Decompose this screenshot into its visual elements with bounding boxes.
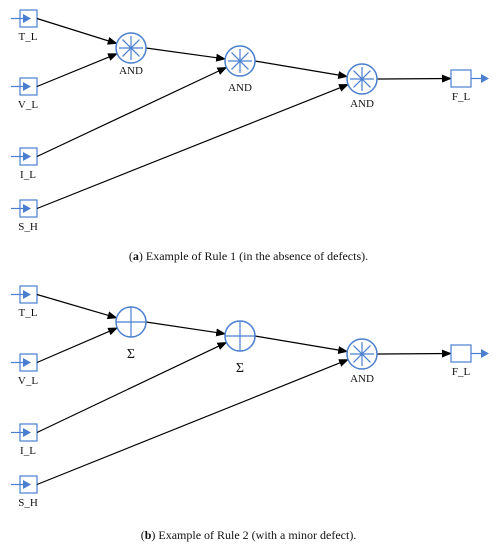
rule-2-diagram: T_L V_L I_L S_H Σ Σ AND F_L xyxy=(11,285,489,509)
input-arrow-icon xyxy=(23,428,31,437)
output-block[interactable] xyxy=(450,344,489,363)
input-arrow-icon xyxy=(23,152,31,161)
asterisk-stroke xyxy=(353,345,371,363)
connector-arrow xyxy=(254,60,349,79)
gate-label: AND xyxy=(350,373,374,385)
input-label: I_L xyxy=(20,169,36,181)
sum-label: Σ xyxy=(127,347,135,362)
input-label: T_L xyxy=(19,307,38,319)
input-block[interactable] xyxy=(11,285,38,304)
input-label: S_H xyxy=(18,221,38,233)
rule-1-diagram: T_L V_L I_L S_H AND AND AND F_L xyxy=(11,9,489,233)
caption-letter: b xyxy=(144,528,152,542)
caption-text: Example of Rule 2 (with a minor defect). xyxy=(155,528,357,542)
input-label: V_L xyxy=(18,375,38,387)
input-arrow-icon xyxy=(23,82,31,91)
input-label: S_H xyxy=(18,497,38,509)
input-arrow-icon xyxy=(23,358,31,367)
caption-text: Example of Rule 1 (in the absence of def… xyxy=(142,249,369,263)
product-gate[interactable] xyxy=(224,45,256,77)
input-block[interactable] xyxy=(11,147,38,166)
input-arrow-icon xyxy=(23,14,31,23)
caption-letter: a xyxy=(132,249,139,263)
input-label: V_L xyxy=(18,99,38,111)
connector-arrow xyxy=(36,17,118,45)
gate-label: AND xyxy=(119,65,143,77)
input-arrow-icon xyxy=(23,480,31,489)
output-label: F_L xyxy=(452,366,471,378)
connector-arrow xyxy=(376,349,452,358)
connector-arrow xyxy=(376,74,452,83)
output-block-frame xyxy=(450,69,472,88)
input-label: T_L xyxy=(19,31,38,43)
plus-icon xyxy=(225,321,255,351)
caption-rule-2: (b) Example of Rule 2 (with a minor defe… xyxy=(140,528,357,542)
connector-arrow xyxy=(145,47,227,62)
connector-arrow xyxy=(36,66,228,158)
input-block[interactable] xyxy=(11,353,38,372)
gate-label: AND xyxy=(228,82,252,94)
asterisk-icon xyxy=(350,67,374,91)
output-label: F_L xyxy=(452,91,471,103)
sum-label: Σ xyxy=(236,361,244,376)
input-label: I_L xyxy=(20,445,36,457)
connector-arrow xyxy=(36,327,119,364)
asterisk-stroke xyxy=(353,70,371,88)
asterisk-icon xyxy=(228,49,252,73)
output-block-frame xyxy=(450,344,472,363)
product-gate[interactable] xyxy=(346,338,378,370)
output-block[interactable] xyxy=(450,69,489,88)
connector-arrow xyxy=(145,321,227,337)
plus-icon xyxy=(116,307,146,337)
input-block[interactable] xyxy=(11,9,38,28)
input-block[interactable] xyxy=(11,475,38,494)
asterisk-icon xyxy=(350,342,374,366)
asterisk-stroke xyxy=(231,52,249,70)
asterisk-stroke xyxy=(122,39,140,57)
connector-arrow xyxy=(36,293,118,320)
caption-rule-1: (a) Example of Rule 1 (in the absence of… xyxy=(128,249,369,263)
output-arrow-icon xyxy=(481,74,489,83)
connector-arrow xyxy=(36,359,350,486)
product-gate[interactable] xyxy=(115,32,147,64)
gate-label: AND xyxy=(350,98,374,110)
asterisk-icon xyxy=(119,36,143,60)
input-block[interactable] xyxy=(11,423,38,442)
connector-arrow xyxy=(254,335,349,354)
connector-arrow xyxy=(36,341,228,434)
sum-gate[interactable] xyxy=(224,320,256,352)
connector-arrow xyxy=(36,53,119,88)
input-arrow-icon xyxy=(23,290,31,299)
product-gate[interactable] xyxy=(346,63,378,95)
sum-gate[interactable] xyxy=(115,306,147,338)
output-arrow-icon xyxy=(481,349,489,358)
connector-arrow xyxy=(36,83,349,210)
input-arrow-icon xyxy=(23,204,31,213)
input-block[interactable] xyxy=(11,199,38,218)
input-block[interactable] xyxy=(11,77,38,96)
